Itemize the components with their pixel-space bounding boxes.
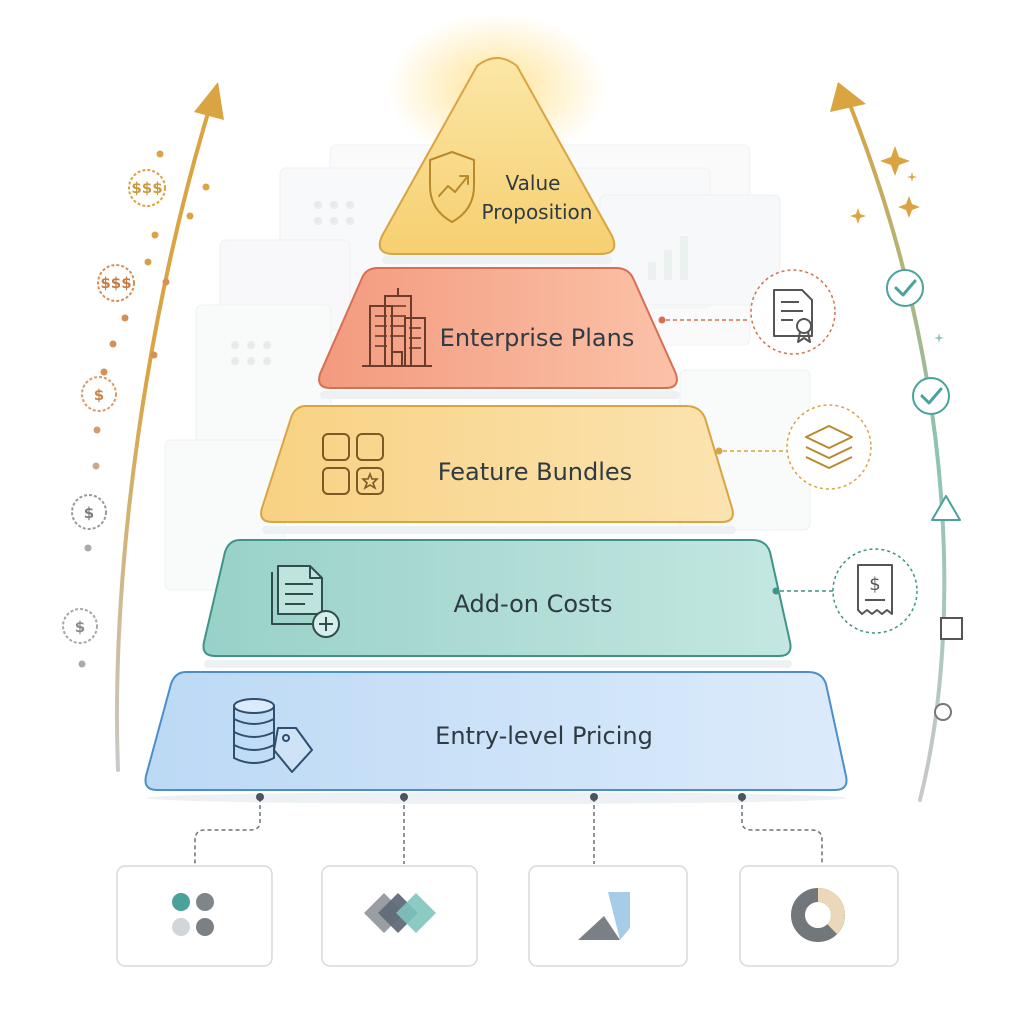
connector-dots: [256, 793, 746, 801]
coin-5: $: [62, 608, 98, 644]
building-icon: [362, 288, 432, 367]
shield-chart-icon: [429, 151, 475, 223]
bottom-connectors: [194, 798, 823, 864]
receipt-dollar-icon: $: [832, 548, 918, 634]
tier-entry-label: Entry-level Pricing: [435, 722, 653, 750]
document-plus-icon: [271, 565, 340, 638]
left-price-arrow: [115, 82, 224, 772]
pyramid-shadow: [147, 792, 847, 804]
triangle-shapes-icon: [578, 892, 630, 940]
overlapping-diamonds-icon: [364, 893, 436, 933]
connector-enterprise: [658, 316, 750, 324]
connector-addon: [772, 587, 834, 595]
coin-3: $: [81, 376, 117, 412]
tier-gap: [262, 526, 736, 534]
bottom-card-2[interactable]: [321, 865, 478, 967]
coin-2-label: $$$: [100, 274, 131, 292]
coin-1-label: $$$: [131, 179, 162, 197]
tier-bundles: Feature Bundles: [260, 405, 734, 523]
connector-bundles: [715, 447, 788, 455]
coin-2: $$$: [97, 264, 135, 302]
tier-addon: Add-on Costs: [202, 539, 792, 657]
database-tag-icon: [233, 698, 313, 773]
tier-bundles-label: Feature Bundles: [438, 458, 632, 486]
bottom-card-4[interactable]: [739, 865, 899, 967]
tier-gap: [382, 256, 612, 264]
tier-enterprise-label: Enterprise Plans: [440, 324, 635, 352]
tier-gap: [204, 660, 792, 668]
coin-4-label: $: [84, 504, 94, 522]
donut-chart-icon: [791, 888, 845, 942]
grid-star-icon: [322, 433, 384, 495]
apex-tier: Value Proposition: [378, 57, 616, 255]
coin-5-label: $: [75, 618, 85, 636]
bottom-card-1[interactable]: [116, 865, 273, 967]
certificate-icon: [750, 269, 836, 355]
coin-1: $$$: [128, 169, 166, 207]
square-icon: [940, 617, 963, 640]
layers-icon: [786, 404, 872, 490]
coin-3-label: $: [94, 386, 104, 404]
check-icon: [912, 377, 950, 415]
tier-gap: [320, 391, 680, 399]
tier-entry: Entry-level Pricing: [144, 671, 848, 791]
apex-label-line1: Value: [506, 171, 561, 195]
left-scale-dots: [78, 150, 210, 668]
triangle-icon: [931, 495, 961, 521]
tier-enterprise: Enterprise Plans: [318, 267, 678, 389]
apex-label-line2: Proposition: [482, 200, 593, 224]
right-quality-arrow: [830, 82, 947, 802]
svg-text:$: $: [869, 574, 880, 595]
bottom-card-3[interactable]: [528, 865, 688, 967]
check-icon: [886, 269, 924, 307]
tier-addon-label: Add-on Costs: [454, 590, 613, 618]
coin-4: $: [71, 494, 107, 530]
circle-icon: [934, 703, 952, 721]
sparkle-icon: [850, 146, 944, 343]
dots-grid-icon: [172, 893, 214, 936]
